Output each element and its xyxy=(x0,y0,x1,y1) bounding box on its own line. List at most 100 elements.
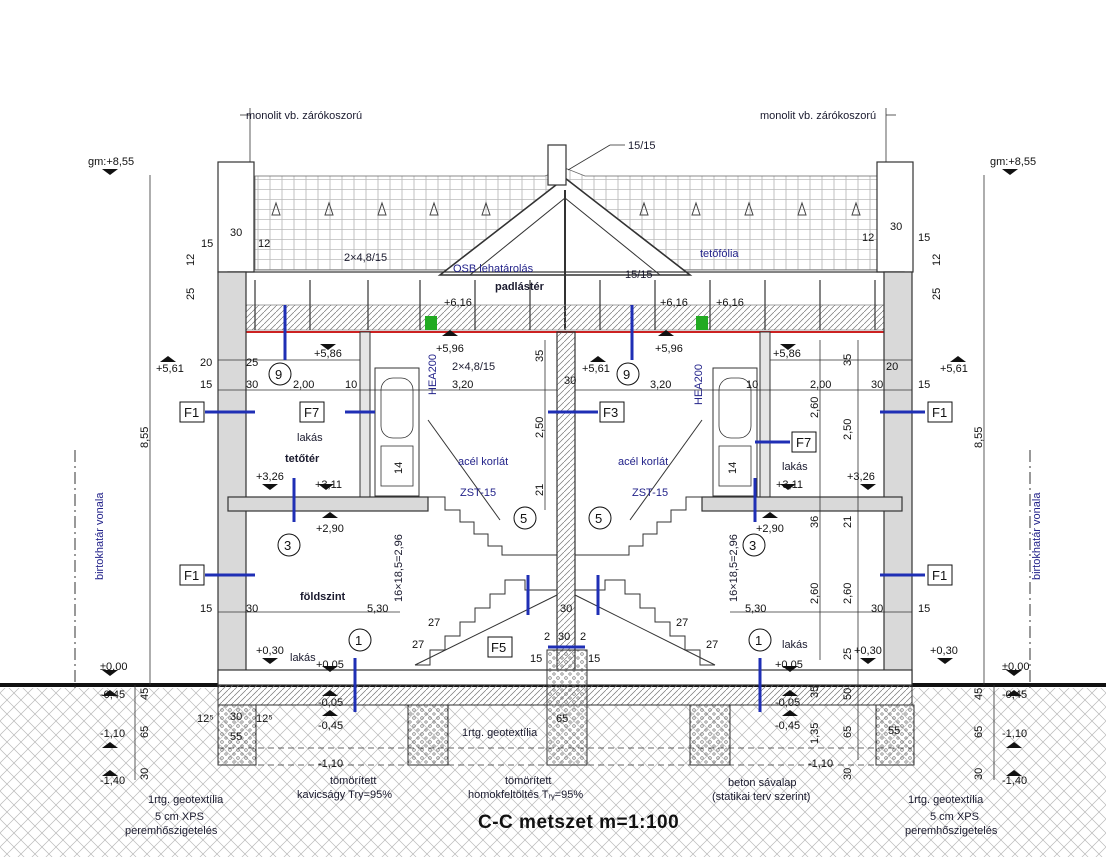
level-m110-mid-right: -1,10 xyxy=(808,758,833,770)
dim-30-bottom-left: 30 xyxy=(139,768,151,780)
svg-text:F5: F5 xyxy=(491,640,506,655)
note-stair-left: 16×18,5=2,96 xyxy=(393,534,405,602)
dim-855-left: 8,55 xyxy=(139,427,151,448)
level-000-right: ±0,00 xyxy=(1002,661,1029,673)
floor-left xyxy=(227,496,429,512)
dim-25-left: 25 xyxy=(246,357,258,369)
level-616-b: +6,16 xyxy=(660,297,688,309)
level-labels: gm:+8,55 gm:+8,55 +5,61 +5,61 +5,61 +5,8… xyxy=(88,156,1036,787)
svg-text:F7: F7 xyxy=(796,435,811,450)
dim-125-left-2: 12⁵ xyxy=(256,713,273,725)
dim-250-mid: 2,50 xyxy=(534,417,546,438)
dim-36-right: 36 xyxy=(809,516,821,528)
dim-35-mid: 35 xyxy=(534,350,546,362)
dim-14-right: 14 xyxy=(727,462,739,474)
dim-200-right: 2,00 xyxy=(810,379,831,391)
door-left-panel1 xyxy=(380,377,414,439)
note-zst-right: ZST-15 xyxy=(632,487,668,499)
svg-text:1: 1 xyxy=(755,633,762,648)
dim-12-side-left: 12 xyxy=(185,254,197,266)
dim-65-mid: 65 xyxy=(556,713,568,725)
foundation-right xyxy=(875,704,915,766)
dim-2-right: 2 xyxy=(580,631,586,643)
dim-15-ground-left: 15 xyxy=(200,603,212,615)
svg-text:3: 3 xyxy=(749,538,756,553)
note-osb: OSB lehatárolás xyxy=(453,263,534,275)
dim-25-rr: 25 xyxy=(842,648,854,660)
note-kavics-1: tömörített xyxy=(330,775,376,787)
level-005-left: +0,05 xyxy=(316,659,344,671)
dim-15-stair-left: 15 xyxy=(530,653,542,665)
level-561-right: +5,61 xyxy=(940,363,968,375)
level-m045-a: -0,45 xyxy=(318,720,343,732)
tag-circle-9-right: 9 xyxy=(616,362,640,386)
chimney xyxy=(547,144,567,186)
dim-30-stair: 30 xyxy=(558,631,570,643)
level-030-right: +0,30 xyxy=(854,645,882,657)
door-left-panel2 xyxy=(380,445,414,487)
level-m110-mid-left: -1,10 xyxy=(318,758,343,770)
dim-260c-right: 2,60 xyxy=(842,583,854,604)
dim-135-rr: 1,35 xyxy=(809,723,821,744)
dim-65-rr: 65 xyxy=(842,726,854,738)
note-zst-left: ZST-15 xyxy=(460,487,496,499)
level-030-far-right: +0,30 xyxy=(930,645,958,657)
level-616-c: +6,16 xyxy=(716,297,744,309)
dim-45-right: 45 xyxy=(973,688,985,700)
tag-f7-right: F7 xyxy=(791,431,817,453)
note-birtok-left: birtokhatár vonala xyxy=(94,492,106,580)
note-rafter-right: 15/15 xyxy=(625,269,653,281)
level-290-left: +2,90 xyxy=(316,523,344,535)
tag-f1-ur: F1 xyxy=(927,401,953,423)
note-homok-2: homokfeltöltés Tᵣᵧ=95% xyxy=(468,789,583,801)
note-beam-mid: 2×4,8/15 xyxy=(452,361,495,373)
dim-530-left: 5,30 xyxy=(367,603,388,615)
foundation-mid-r xyxy=(689,704,731,766)
dim-25-side-left: 25 xyxy=(185,288,197,300)
note-beton-2: (statikai terv szerint) xyxy=(712,791,810,803)
dim-25-side-right: 25 xyxy=(931,288,943,300)
svg-text:5: 5 xyxy=(595,511,602,526)
note-hea-left: HEA200 xyxy=(427,354,439,395)
svg-text:5: 5 xyxy=(520,511,527,526)
dim-27-left-2: 27 xyxy=(412,639,424,651)
green-right xyxy=(696,316,708,330)
note-geotex-mid: 1rtg. geotextília xyxy=(462,727,538,739)
dim-27-right-2: 27 xyxy=(706,639,718,651)
note-purlins: 2×4,8/15 xyxy=(344,252,387,264)
level-gm-left: gm:+8,55 xyxy=(88,156,134,168)
note-xps-right-2: peremhőszigetelés xyxy=(905,825,998,837)
dim-2-left: 2 xyxy=(544,631,550,643)
dim-45-left: 45 xyxy=(139,688,151,700)
note-monolit-left: monolit vb. zárókoszorú xyxy=(246,110,362,122)
green-left xyxy=(425,316,437,330)
level-m140-left: -1,40 xyxy=(100,775,125,787)
dim-21-right: 21 xyxy=(842,516,854,528)
dim-15-ground-right: 15 xyxy=(918,603,930,615)
dim-30-ground-right: 30 xyxy=(871,603,883,615)
dim-65-right: 65 xyxy=(973,726,985,738)
dim-125-left: 12⁵ xyxy=(197,713,214,725)
note-chimney: 15/15 xyxy=(628,140,656,152)
tags: F1 F1 F1 F1 F7 F7 F3 F5 9 9 3 3 5 5 1 1 xyxy=(179,362,953,658)
tag-circle-3-left: 3 xyxy=(277,533,301,557)
level-m045-b: -0,45 xyxy=(775,720,800,732)
level-m110-left: -1,10 xyxy=(100,728,125,740)
note-xps-left-1: 5 cm XPS xyxy=(155,811,204,823)
dim-855-right: 8,55 xyxy=(973,427,985,448)
tag-circle-1-left: 1 xyxy=(348,628,372,652)
svg-text:F3: F3 xyxy=(603,405,618,420)
section-marks xyxy=(205,305,925,712)
level-290-right: +2,90 xyxy=(756,523,784,535)
dim-50-rr: 50 xyxy=(842,688,854,700)
level-m140-right: -1,40 xyxy=(1002,775,1027,787)
dim-15-top-left: 15 xyxy=(201,238,213,250)
foundation-center xyxy=(546,649,588,766)
level-586-left: +5,86 xyxy=(314,348,342,360)
dim-12-side-right: 12 xyxy=(931,254,943,266)
wall-left xyxy=(217,271,247,686)
dim-20-right: 20 xyxy=(886,361,898,373)
dim-10-left: 10 xyxy=(345,379,357,391)
level-m005-right: -0,05 xyxy=(775,697,800,709)
